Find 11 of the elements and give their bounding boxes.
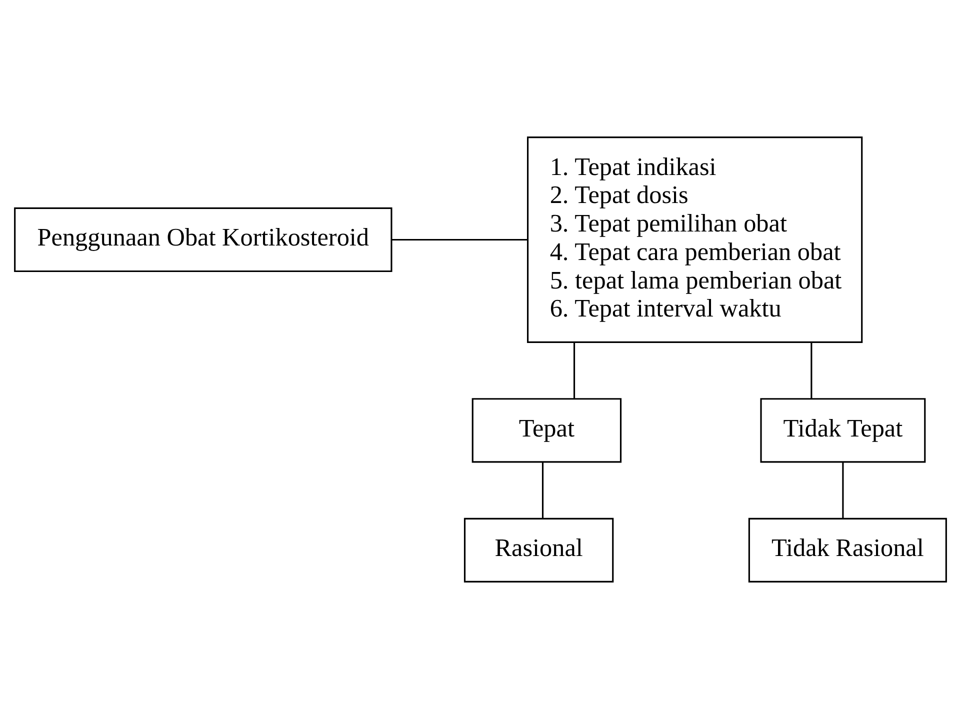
node-box: Tepat (472, 398, 622, 462)
node-box: Rasional (464, 517, 614, 582)
connector (392, 238, 528, 240)
node-box: 1. Tepat indikasi 2. Tepat dosis 3. Tepat pemilihan obat 4. Tepat cara pemberian obat 5. tepat lama pemberian obat 6. Tepat interval waktu (526, 136, 863, 342)
connector (573, 342, 576, 398)
connector (542, 462, 544, 518)
connector (810, 342, 812, 398)
node-box: Tidak Rasional (748, 517, 947, 582)
node-box: Tidak Tepat (760, 398, 926, 462)
node-box: Penggunaan Obat Kortikosteroid (14, 206, 392, 272)
connector (842, 462, 844, 518)
